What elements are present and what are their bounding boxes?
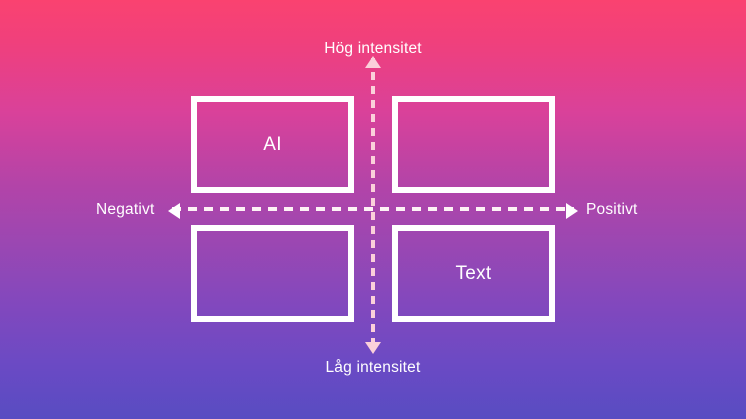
quadrant-box-bottom-right: Text [392,225,555,322]
axis-label-left: Negativt [96,201,155,218]
vertical-axis-line [371,58,375,350]
axis-arrow-up-icon [365,56,381,68]
axis-arrow-left-icon [168,203,180,219]
axis-arrow-down-icon [365,342,381,354]
axis-label-right: Positivt [586,201,638,218]
axis-label-top: Hög intensitet [324,40,422,57]
axis-arrow-right-icon [566,203,578,219]
quadrant-box-bottom-left [191,225,354,322]
quadrant-label-top-left: AI [263,133,282,155]
quadrant-box-top-left: AI [191,96,354,193]
quadrant-label-bottom-right: Text [455,262,492,284]
quadrant-box-top-right [392,96,555,193]
horizontal-axis-line [172,207,574,211]
axis-label-bottom: Låg intensitet [325,359,421,376]
